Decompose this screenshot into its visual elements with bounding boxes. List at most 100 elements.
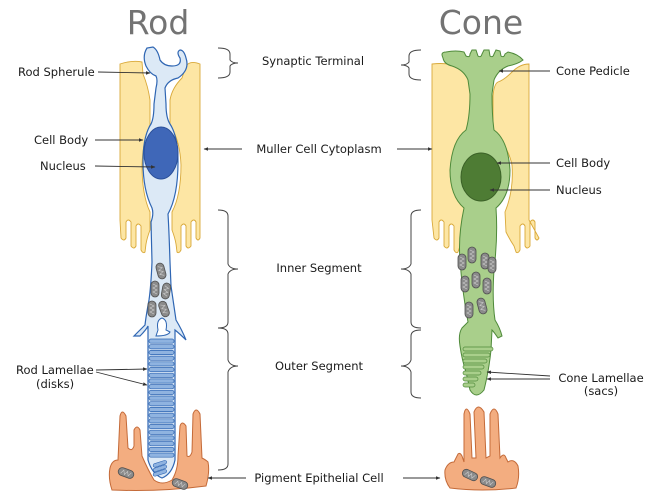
mitochondrion <box>117 467 135 479</box>
rod-connecting-cilium <box>155 317 171 337</box>
rod-disk <box>148 367 175 373</box>
rod-nucleus-leader <box>94 165 156 169</box>
rod-title: Rod <box>127 3 190 42</box>
mitochondrion-cristae <box>484 280 490 292</box>
rod-disk <box>148 424 175 430</box>
label-rod-nucleus: Nucleus <box>40 159 86 173</box>
mitochondrion-cristae <box>489 259 495 271</box>
mitochondrion-cristae <box>459 256 465 268</box>
mitochondrion-cristae <box>120 469 132 477</box>
cone-synaptic-brace <box>400 49 422 81</box>
rod-disk <box>148 378 175 384</box>
label-pigment-epithelial-cell: Pigment Epithelial Cell <box>254 471 383 485</box>
label-rod-lamellae: Rod Lamellae <box>16 363 94 377</box>
rod-disks <box>148 338 175 477</box>
label-synaptic-terminal: Synaptic Terminal <box>262 54 364 68</box>
rod-disk <box>148 401 175 407</box>
cone-sac <box>462 352 491 358</box>
rod-spherule-leader <box>97 71 151 75</box>
mitochondrion-cristae <box>149 303 155 315</box>
rod-muller-right <box>169 61 201 254</box>
mitochondrion-cristae <box>157 266 165 276</box>
rod-disk <box>148 338 175 344</box>
rod-nucleus <box>143 126 179 180</box>
cone-sac <box>462 370 482 376</box>
cone-sac <box>462 346 494 352</box>
rod-disk <box>152 460 167 468</box>
mitochondrion <box>160 282 172 300</box>
mitochondrion <box>482 277 492 295</box>
pigment-mitochondria <box>117 467 497 490</box>
rod-disk <box>148 407 175 412</box>
label-inner-segment: Inner Segment <box>276 261 362 275</box>
rod-disk <box>148 441 175 447</box>
rod-muller-left <box>119 60 151 254</box>
label-cone-cell-body: Cell Body <box>556 156 610 170</box>
mitochondrion-cristae <box>482 255 488 267</box>
mitochondrion-cristae <box>152 283 158 295</box>
mitochondrion <box>147 300 157 318</box>
rod-disk <box>152 469 167 477</box>
mitochondrion <box>487 256 497 274</box>
mitochondrion-cristae <box>160 304 168 314</box>
mitochondrion-cristae <box>466 304 472 316</box>
mitochondrion <box>464 301 474 319</box>
cone-title: Cone <box>439 3 523 42</box>
rod-disk <box>148 350 175 355</box>
mitochondrion <box>457 253 467 271</box>
rod-lamellae-leader-2 <box>95 371 148 386</box>
mitochondrion <box>158 300 170 318</box>
rod-disk <box>148 389 175 395</box>
mitochondrion <box>476 297 488 315</box>
label-cone-lamellae: Cone Lamellae <box>558 371 643 385</box>
rod-lamellae-leader-1 <box>95 367 148 371</box>
label-outer-segment: Outer Segment <box>275 359 364 373</box>
rod-disk <box>148 372 175 378</box>
mitochondrion-cristae <box>162 285 170 297</box>
rod-muller-cell <box>119 60 201 254</box>
label-cone-pedicle: Cone Pedicle <box>556 64 630 78</box>
mitochondrion <box>479 476 497 488</box>
cone-sac <box>462 358 488 364</box>
mitochondrion-cristae <box>469 249 475 261</box>
cone-lamellae-leader-1 <box>486 370 551 377</box>
cone-muller-right <box>492 63 540 254</box>
mitochondrion <box>467 246 477 264</box>
cone-sac <box>462 382 476 388</box>
rod-disk <box>148 446 175 452</box>
label-muller-cell-cytoplasm: Muller Cell Cytoplasm <box>256 142 381 156</box>
mitochondrion <box>155 262 167 280</box>
mitochondrion <box>150 280 160 298</box>
cone-pigment-epithelial-cell <box>444 406 520 491</box>
cone-outer-segment-brace <box>400 329 422 399</box>
cone-sac <box>462 364 485 370</box>
rod-disk <box>148 344 175 350</box>
mitochondrion-cristae <box>462 278 468 290</box>
cone-nucleus <box>460 152 502 202</box>
cone-sacs <box>462 346 494 388</box>
rod-outer-segment-brace <box>217 327 239 471</box>
rod-disk <box>148 429 175 435</box>
rod-disk <box>152 464 167 473</box>
rod-disk <box>148 355 175 361</box>
label-rod-cell-body: Cell Body <box>34 133 88 147</box>
cone-inner-segment-brace <box>400 209 422 329</box>
rod-disk <box>148 435 175 441</box>
label-rod-spherule: Rod Spherule <box>18 65 95 79</box>
rod-disk <box>148 361 175 367</box>
cone-mitochondria <box>457 246 497 319</box>
rod-inner-segment-brace <box>217 209 239 329</box>
label-rod-lamellae-sub: (disks) <box>36 377 74 391</box>
mitochondrion <box>171 478 189 490</box>
label-cone-nucleus: Nucleus <box>556 183 602 197</box>
rod-disk <box>148 384 175 390</box>
rod-disk <box>148 395 175 401</box>
mitochondrion-cristae <box>478 301 486 311</box>
mitochondrion <box>471 271 481 289</box>
mitochondrion-cristae <box>473 274 479 286</box>
cone-cell-outline <box>441 49 524 396</box>
mitochondrion <box>460 275 470 293</box>
rod-mitochondria <box>147 262 172 318</box>
label-cone-lamellae-sub: (sacs) <box>584 384 618 398</box>
